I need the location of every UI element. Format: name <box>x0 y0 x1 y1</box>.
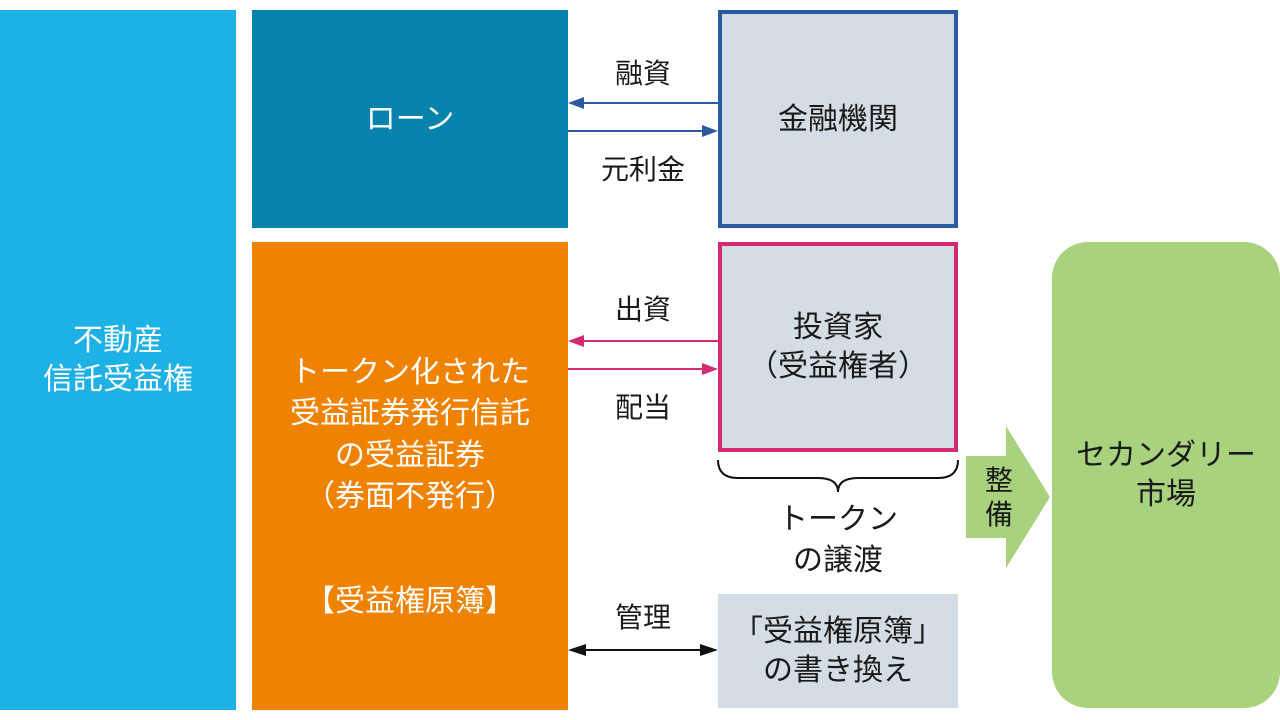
investment-label: 出資 <box>614 293 672 326</box>
management-label: 管理 <box>614 601 672 634</box>
registry-rewrite-box: 「受益権原簿」 の書き換え <box>718 594 958 708</box>
financial-institution-label: 金融機関 <box>778 101 898 137</box>
principal-interest-arrow <box>568 125 718 137</box>
financial-institution-box: 金融機関 <box>718 10 958 228</box>
loan-box: ローン <box>252 10 568 228</box>
secondary-market-box: セカンダリー 市場 <box>1052 242 1280 708</box>
token-trust-label: トークン化された 受益証券発行信託 の受益証券 （券面不発行） <box>290 355 530 515</box>
develop-label: 整 備 <box>984 464 1013 531</box>
registry-rewrite-label: 「受益権原簿」 の書き換え <box>733 614 943 688</box>
real-estate-trust-box: 不動産 信託受益権 <box>0 10 236 710</box>
develop-arrow-shape <box>966 426 1050 568</box>
transfer-brace <box>717 459 959 493</box>
investment-arrow <box>568 335 718 347</box>
token-transfer-label: トークン の譲渡 <box>778 502 898 578</box>
financing-arrow <box>568 97 718 109</box>
loan-label: ローン <box>365 101 455 137</box>
token-registry-label: 【受益権原簿】 <box>305 583 515 619</box>
real-estate-trust-label: 不動産 信託受益権 <box>43 323 193 397</box>
dividend-label: 配当 <box>614 391 672 424</box>
financing-label: 融資 <box>614 57 672 90</box>
principal-interest-label: 元利金 <box>600 153 686 186</box>
management-arrow <box>568 644 718 656</box>
token-trust-box: トークン化された 受益証券発行信託 の受益証券 （券面不発行） 【受益権原簿】 <box>252 242 568 710</box>
secondary-market-label: セカンダリー 市場 <box>1076 438 1256 512</box>
dividend-arrow <box>568 363 718 375</box>
investor-label: 投資家 （受益権者） <box>748 310 928 384</box>
investor-box: 投資家 （受益権者） <box>718 242 958 452</box>
